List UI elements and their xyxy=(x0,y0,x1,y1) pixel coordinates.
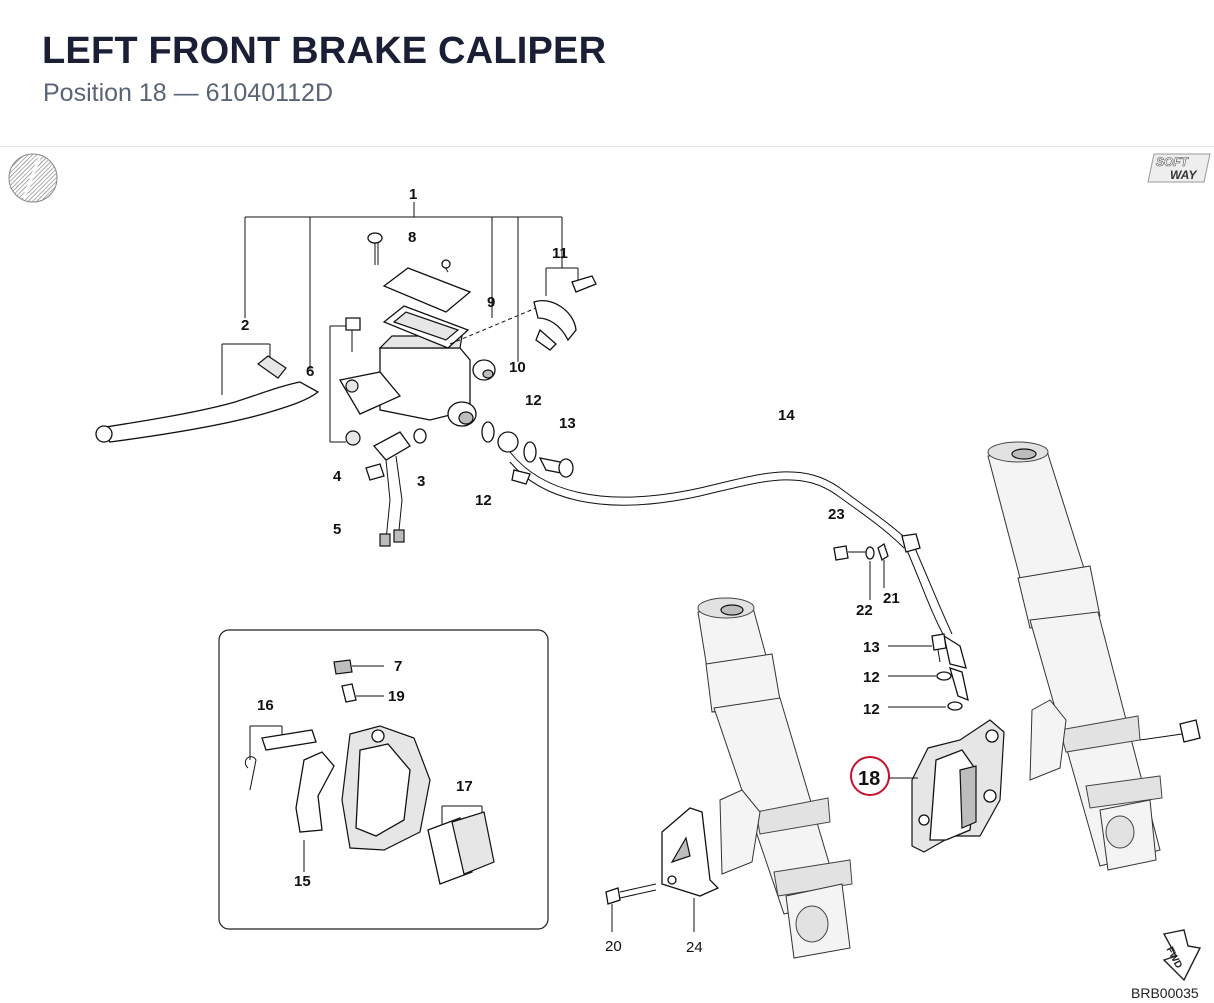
brake-caliper-18 xyxy=(911,719,1005,853)
callout-18: 18 xyxy=(858,768,880,790)
callout-22: 22 xyxy=(856,602,873,619)
callout-16: 16 xyxy=(257,697,274,714)
brake-lever xyxy=(95,343,320,443)
callout-12c: 12 xyxy=(863,669,880,686)
brake-hose-14 xyxy=(509,451,969,702)
page-subtitle: Position 18 — 61040112D xyxy=(43,79,334,107)
highlight-circle-18 xyxy=(850,756,890,796)
callout-2: 2 xyxy=(241,317,249,334)
callout-19: 19 xyxy=(388,688,405,705)
softway-logo: SOFT WAY xyxy=(1147,153,1211,183)
leader-group-1 xyxy=(244,202,563,370)
forward-arrow-icon: FWD xyxy=(1162,929,1202,982)
callout-12d: 12 xyxy=(863,701,880,718)
callout-5: 5 xyxy=(333,521,341,538)
callout-4: 4 xyxy=(333,468,342,485)
callout-3: 3 xyxy=(417,473,425,490)
hose-clip-bolt xyxy=(833,542,889,600)
screw-6 xyxy=(329,317,361,443)
brake-bracket-24 xyxy=(605,807,720,932)
banjo-fittings xyxy=(481,421,574,478)
inset-detail-box xyxy=(218,629,549,930)
callout-14: 14 xyxy=(778,407,795,424)
page-header: LEFT FRONT BRAKE CALIPER Position 18 — 6… xyxy=(0,0,1214,147)
callout-8: 8 xyxy=(408,229,416,246)
caliper-banjo xyxy=(888,633,963,711)
callout-23: 23 xyxy=(828,506,845,523)
fork-leg-right xyxy=(987,441,1201,871)
callout-13b: 13 xyxy=(863,639,880,656)
callout-21: 21 xyxy=(883,590,900,607)
brake-light-switch xyxy=(365,428,427,547)
softway-logo-line2: WAY xyxy=(1170,168,1197,182)
logo-emblem xyxy=(8,153,58,203)
callout-15: 15 xyxy=(294,873,311,890)
softway-logo-line1: SOFT xyxy=(1156,155,1190,169)
cap-10 xyxy=(472,359,496,381)
page-title: LEFT FRONT BRAKE CALIPER xyxy=(42,30,607,72)
fork-leg-left xyxy=(697,597,853,959)
callout-12b: 12 xyxy=(475,492,492,509)
screw-8 xyxy=(367,232,383,265)
callout-7: 7 xyxy=(394,658,402,675)
callout-9: 9 xyxy=(487,294,495,311)
callout-12a: 12 xyxy=(525,392,542,409)
reservoir-cover xyxy=(382,259,472,349)
callout-10: 10 xyxy=(509,359,526,376)
callout-1: 1 xyxy=(409,186,417,203)
drawing-code: BRB00035 xyxy=(1131,985,1199,1001)
callout-11: 11 xyxy=(552,245,568,262)
callout-17: 17 xyxy=(456,778,473,795)
callout-24: 24 xyxy=(686,939,703,956)
callout-6: 6 xyxy=(306,363,314,380)
master-cylinder xyxy=(338,335,477,446)
handlebar-clamp-11 xyxy=(449,267,597,351)
callout-13a: 13 xyxy=(559,415,576,432)
callout-20: 20 xyxy=(605,938,622,955)
